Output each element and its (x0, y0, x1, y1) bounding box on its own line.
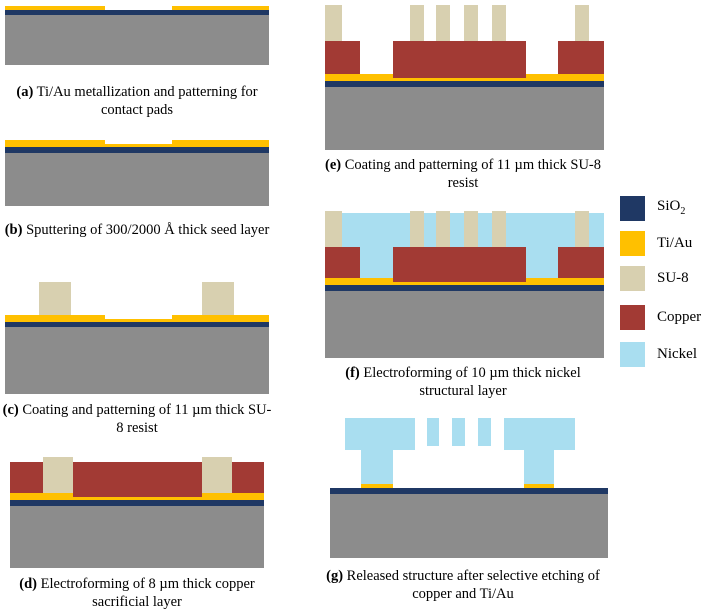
legend-label-su8: SU-8 (657, 270, 689, 286)
su8-post (492, 5, 506, 41)
sio2-layer (5, 10, 269, 15)
tiau-pad-left (5, 315, 105, 319)
tiau-pad-right (172, 315, 269, 319)
su8-post (464, 5, 478, 41)
tiau-pad-left (5, 6, 105, 10)
legend-label-copper: Copper (657, 309, 702, 325)
nickel-finger (478, 418, 491, 446)
substrate (330, 494, 608, 558)
sio2-layer (325, 285, 604, 291)
panel-b (5, 140, 269, 206)
tiau-pad-right (495, 278, 604, 282)
su8-post (410, 5, 424, 41)
copper-middle (73, 462, 202, 497)
su8-post (575, 5, 589, 41)
seed-layer (325, 282, 604, 285)
nickel-right-column (526, 247, 558, 278)
tiau-pad-left (325, 74, 430, 78)
su8-post-right (202, 282, 234, 315)
tiau-pad-right (172, 6, 269, 10)
su8-post (325, 211, 342, 247)
tiau-pad-right (524, 484, 554, 488)
panel-d (10, 457, 264, 568)
nickel-finger (452, 418, 465, 446)
panel-a (5, 6, 269, 65)
tiau-pad-right (495, 74, 604, 78)
nickel-beam-left (345, 418, 415, 450)
caption-b: (b) Sputtering of 300/2000 Å thick seed … (4, 222, 270, 238)
nickel-anchor-right (524, 450, 554, 484)
seed-layer (325, 78, 604, 81)
legend-swatch-copper (620, 305, 645, 330)
copper-left (10, 462, 43, 493)
nickel-anchor-left (361, 450, 393, 484)
legend-label-tiau: Ti/Au (657, 235, 693, 251)
legend-swatch-su8 (620, 266, 645, 291)
copper-left (325, 41, 360, 74)
nickel-left-column (360, 247, 393, 278)
tiau-pad-left (361, 484, 393, 488)
caption-d: (d) Electroforming of 8 µm thick copper … (19, 576, 255, 610)
legend-label-sio2: SiO2 (657, 198, 686, 217)
copper-middle (393, 247, 526, 282)
su8-post (436, 5, 450, 41)
substrate (10, 506, 264, 568)
substrate (325, 291, 604, 358)
su8-post (492, 211, 506, 247)
tiau-pad-left (5, 140, 105, 144)
legend-swatch-tiau (620, 231, 645, 256)
copper-right (232, 462, 264, 493)
copper-right (558, 247, 604, 278)
panel-f (325, 211, 604, 358)
su8-post (410, 211, 424, 247)
caption-e: (e) Coating and patterning of 11 µm thic… (324, 157, 601, 191)
su8-post (575, 211, 589, 247)
seed-layer (5, 319, 269, 322)
tiau-pad-left (325, 278, 430, 282)
seed-layer (5, 144, 269, 147)
tiau-pad-left (10, 493, 110, 497)
panel-c (5, 282, 269, 394)
legend-label-nickel: Nickel (657, 346, 697, 362)
nickel-beam-right (504, 418, 575, 450)
copper-left (325, 247, 360, 278)
tiau-pad-right (170, 493, 264, 497)
su8-post (325, 5, 342, 41)
caption-c: (c) Coating and patterning of 11 µm thic… (2, 402, 272, 436)
sio2-layer (330, 488, 608, 494)
substrate (5, 153, 269, 206)
su8-post (436, 211, 450, 247)
seed-layer (10, 497, 264, 500)
legend-swatch-sio2 (620, 196, 645, 221)
substrate (325, 87, 604, 150)
substrate (5, 15, 269, 65)
copper-right (558, 41, 604, 74)
sio2-layer (325, 81, 604, 87)
tiau-pad-right (172, 140, 269, 144)
nickel-finger (427, 418, 439, 446)
panel-g (330, 418, 608, 558)
su8-post-right (202, 457, 232, 493)
caption-f: (f) Electroforming of 10 µm thick nickel… (345, 365, 581, 399)
sio2-layer (5, 322, 269, 327)
su8-post (464, 211, 478, 247)
su8-post-left (39, 282, 71, 315)
copper-middle (393, 41, 526, 78)
sio2-layer (5, 147, 269, 153)
legend-swatch-nickel (620, 342, 645, 367)
su8-post-left (43, 457, 73, 493)
substrate (5, 327, 269, 394)
caption-g: (g) Released structure after selective e… (326, 568, 600, 602)
caption-a: (a) Ti/Au metallization and patterning f… (16, 84, 258, 118)
sio2-layer (10, 500, 264, 506)
panel-e (325, 5, 604, 150)
